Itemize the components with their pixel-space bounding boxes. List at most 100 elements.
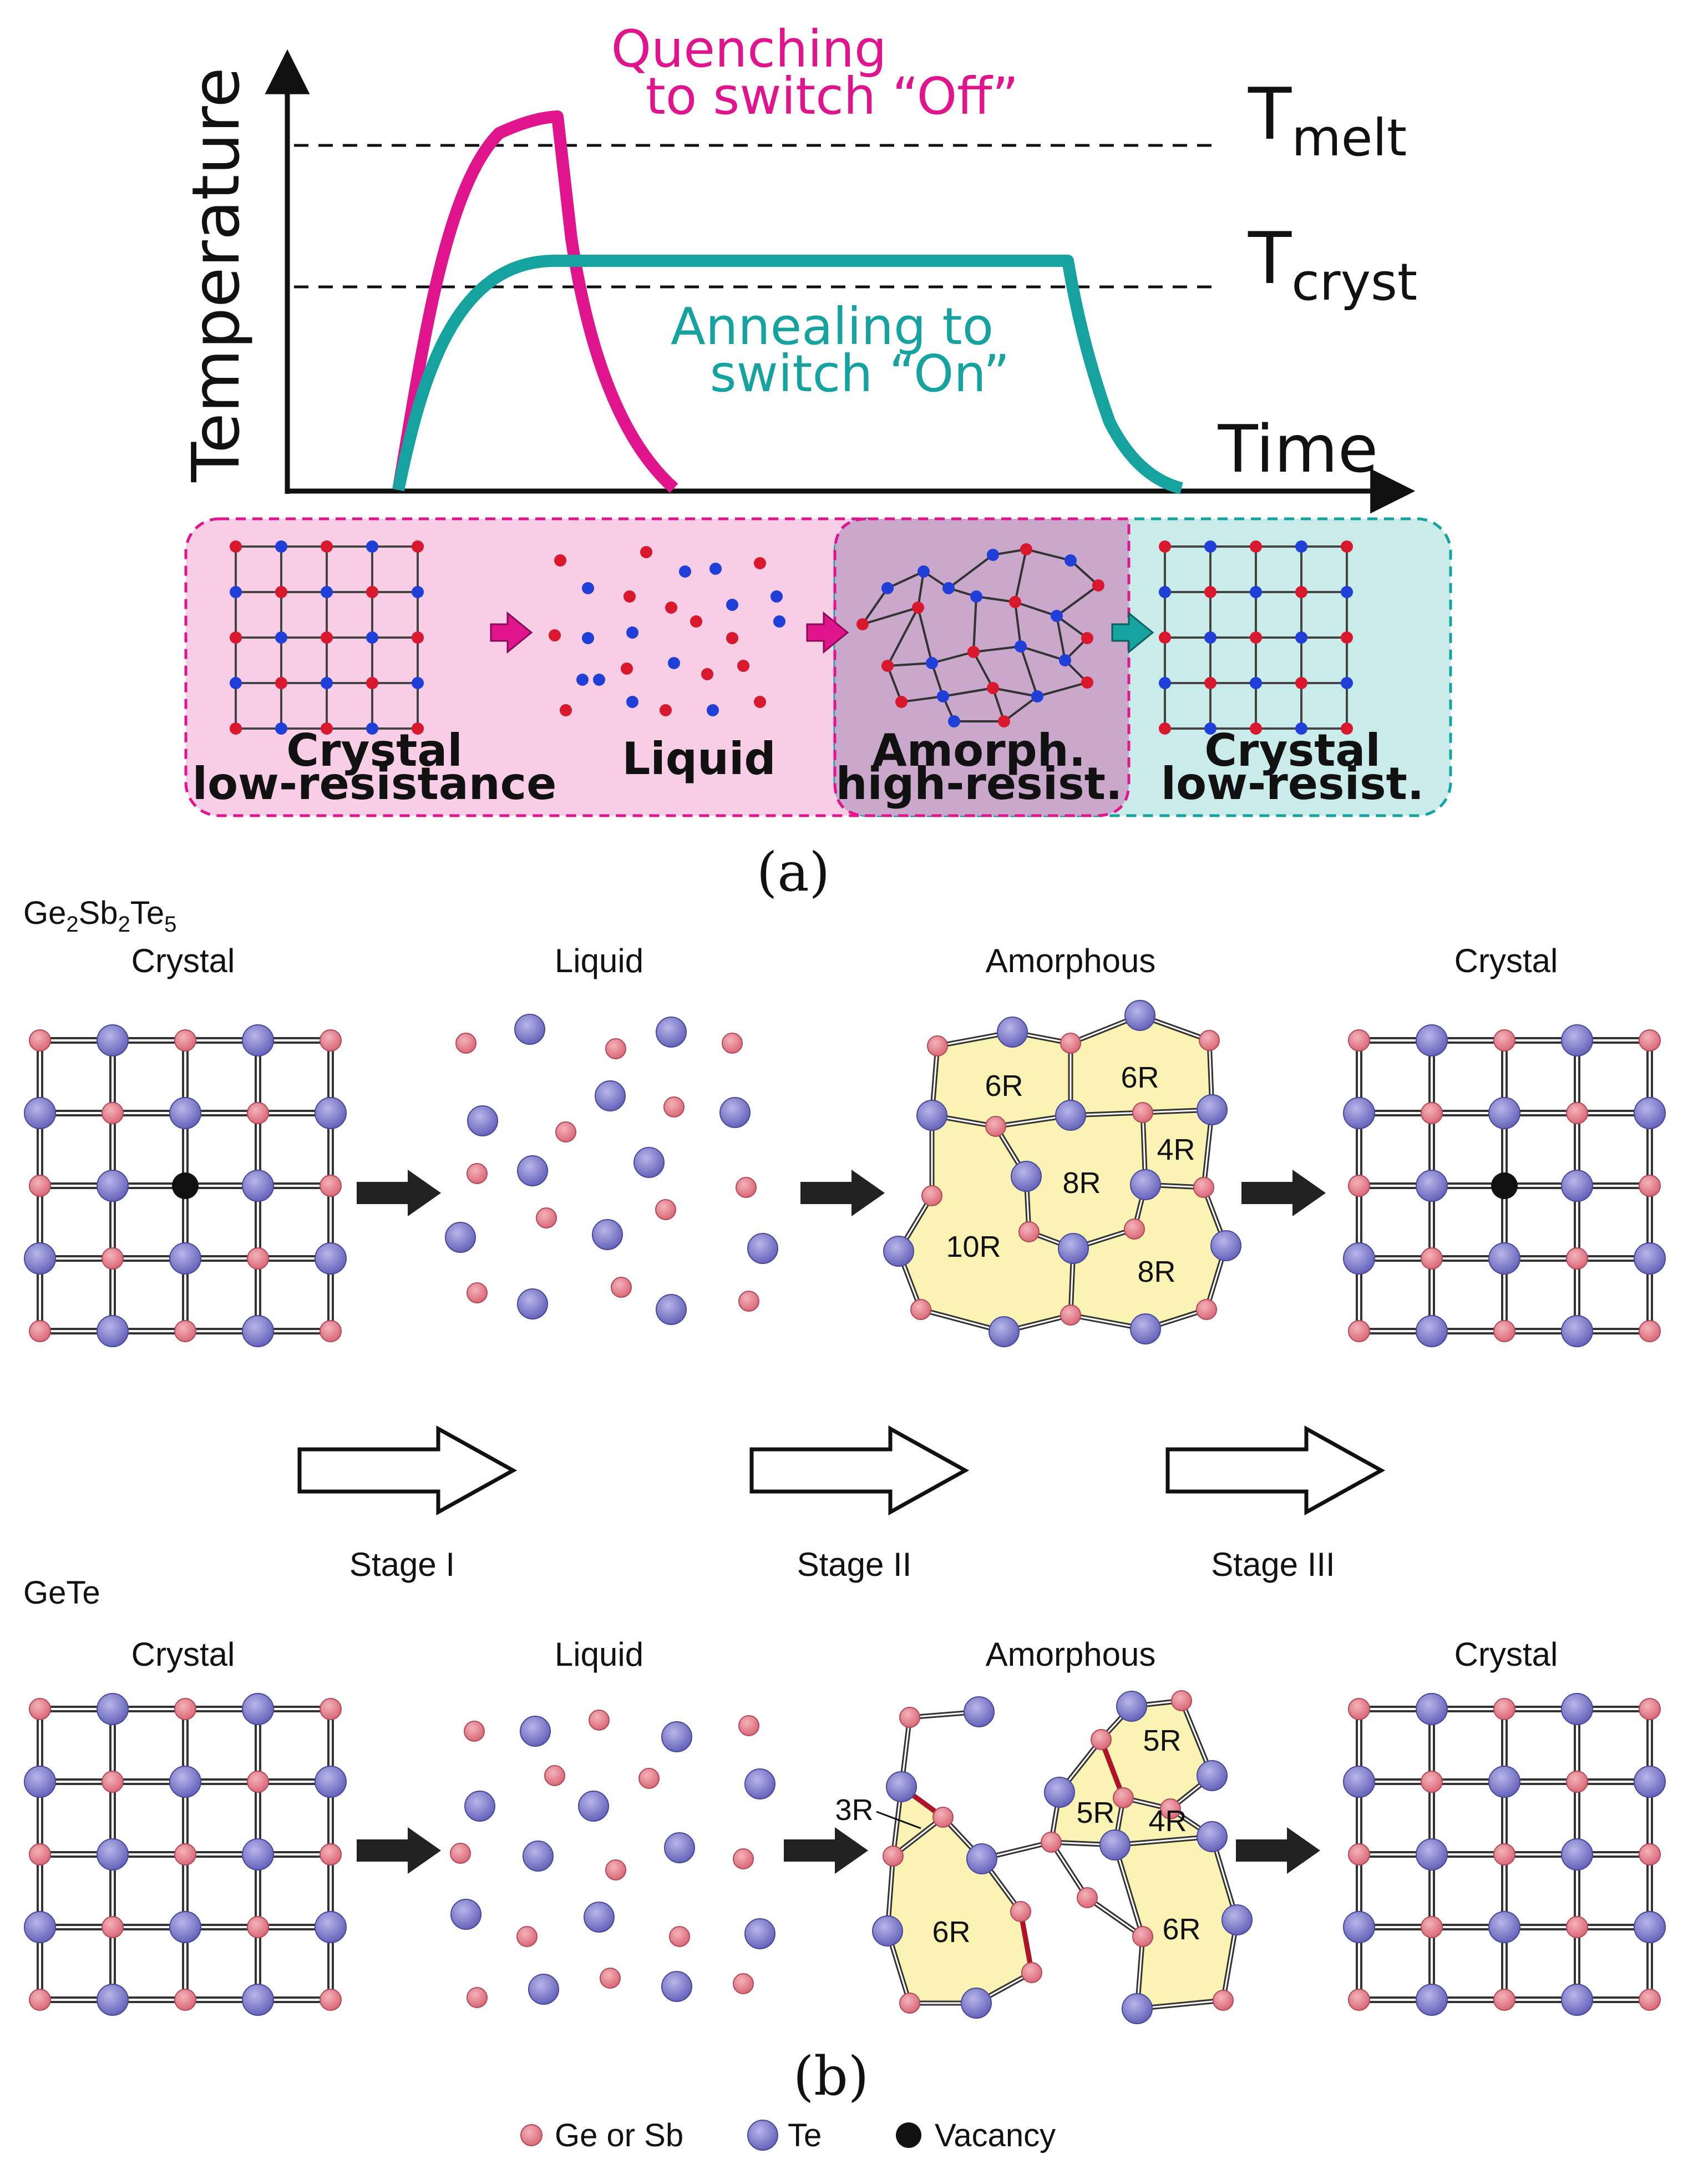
network-bond — [1014, 549, 1027, 603]
amorphous-network — [856, 543, 1104, 727]
ge-sb-atom — [29, 1989, 51, 2011]
gst-arrow-3 — [1241, 1170, 1326, 1216]
blue-atom — [1250, 586, 1262, 598]
legend-te-label: Te — [788, 2117, 822, 2153]
te-atom — [1561, 1024, 1593, 1056]
ge-sb-atom — [174, 1320, 196, 1342]
blue-atom — [771, 590, 783, 603]
annealing-curve — [392, 255, 1183, 494]
ge-sb-atom — [102, 1247, 124, 1270]
ring-size-label: 8R — [1137, 1255, 1175, 1288]
red-atom — [230, 722, 242, 735]
ge-sb-atom — [29, 1843, 51, 1866]
network-bond — [1056, 615, 1066, 661]
ge-sb-atom — [1639, 1175, 1661, 1197]
ring-size-label: 3R — [835, 1793, 873, 1827]
te-atom — [242, 1315, 274, 1347]
ring-size-label: 5R — [1076, 1796, 1114, 1829]
te-atom — [964, 1696, 995, 1727]
panel-a: Temperature Time Tmelt Tcryst Quenching … — [178, 19, 1452, 903]
te-atom — [97, 1693, 129, 1725]
ge-sb-atom — [1421, 1771, 1443, 1793]
ge-sb-atom — [247, 1771, 269, 1793]
red-atom — [1341, 540, 1353, 553]
network-bond — [1056, 584, 1099, 617]
state-liquid-label: Liquid — [622, 733, 775, 785]
te-atom — [578, 1791, 609, 1822]
blue-atom — [948, 715, 960, 727]
ge-sb-atom — [516, 1926, 538, 1947]
blue-atom — [576, 674, 589, 686]
gst-col-amorphous: Amorphous — [986, 942, 1156, 979]
blue-atom — [230, 586, 242, 598]
blue-atom — [1159, 586, 1171, 598]
red-atom — [998, 715, 1010, 727]
red-atom — [321, 540, 333, 553]
ge-sb-atom — [1566, 1916, 1588, 1938]
stage-2-arrow — [749, 1425, 970, 1515]
te-atom — [1122, 1993, 1153, 2024]
te-atom — [1561, 1838, 1593, 1870]
blue-atom — [1204, 631, 1216, 644]
red-atom — [1159, 540, 1171, 553]
te-atom — [664, 1832, 695, 1863]
blue-atom — [1064, 554, 1077, 567]
te-atom — [1116, 1691, 1147, 1722]
ge-sb-atom — [1348, 1989, 1370, 2011]
state-crystal2-sublabel: low-resist. — [1161, 758, 1425, 810]
quenching-label-1: Quenching — [611, 19, 887, 79]
te-atom — [242, 1693, 274, 1725]
blue-atom — [1031, 690, 1043, 702]
ge-sb-atom — [1639, 1698, 1661, 1720]
network-bond — [1056, 615, 1088, 639]
ge-sb-atom — [1493, 1320, 1515, 1342]
te-atom — [1416, 1838, 1448, 1870]
state-crystal2-label: Crystal — [1204, 725, 1381, 776]
ring-face — [1115, 1798, 1212, 1845]
ring-face — [888, 1817, 1032, 2003]
ge-sb-atom — [899, 1707, 920, 1728]
ring-face — [996, 1113, 1145, 1248]
network-bond — [886, 665, 903, 702]
network-bond — [1003, 695, 1038, 722]
gst-label: Ge2Sb2Te5 — [23, 895, 176, 937]
ge-sb-atom — [1493, 1029, 1515, 1051]
te-atom — [315, 1242, 347, 1275]
gete-label: GeTe — [23, 1575, 100, 1611]
te-atom — [1343, 1097, 1375, 1129]
red-atom — [1081, 632, 1093, 644]
ge-sb-atom — [669, 1926, 690, 1947]
blue-atom — [275, 540, 287, 553]
network-bond — [1020, 646, 1038, 697]
y-axis-label: Temperature — [178, 67, 254, 482]
gst-crystal-lattice — [24, 1024, 347, 1347]
ring-label-leader — [876, 1811, 921, 1829]
blue-atom — [412, 677, 424, 689]
ge-sb-atom — [1348, 1843, 1370, 1866]
blue-atom — [679, 565, 691, 578]
gst-arrow-2 — [800, 1170, 885, 1216]
blue-atom — [1059, 654, 1071, 666]
ge-sb-atom — [247, 1247, 269, 1270]
te-atom — [24, 1097, 56, 1129]
gete-arrow-2 — [784, 1827, 868, 1874]
ge-sb-atom — [655, 1199, 676, 1220]
blue-atom — [1341, 677, 1353, 689]
ge-sb-atom — [1060, 1033, 1081, 1054]
ring-size-label: 6R — [1162, 1913, 1200, 1946]
te-atom — [445, 1222, 476, 1253]
ring-face — [1071, 1185, 1226, 1329]
blue-atom — [366, 631, 378, 644]
te-atom — [1561, 1315, 1593, 1347]
blue-atom — [726, 599, 738, 611]
ge-sb-atom — [1493, 1989, 1515, 2011]
blue-atom — [412, 586, 424, 598]
te-atom — [1099, 1829, 1131, 1861]
te-atom — [1488, 1097, 1520, 1129]
te-atom — [1044, 1777, 1075, 1808]
ge-sb-atom — [932, 1807, 954, 1828]
ge-sb-atom — [555, 1121, 576, 1142]
blue-atom — [668, 657, 680, 669]
network-bond — [1020, 645, 1066, 661]
